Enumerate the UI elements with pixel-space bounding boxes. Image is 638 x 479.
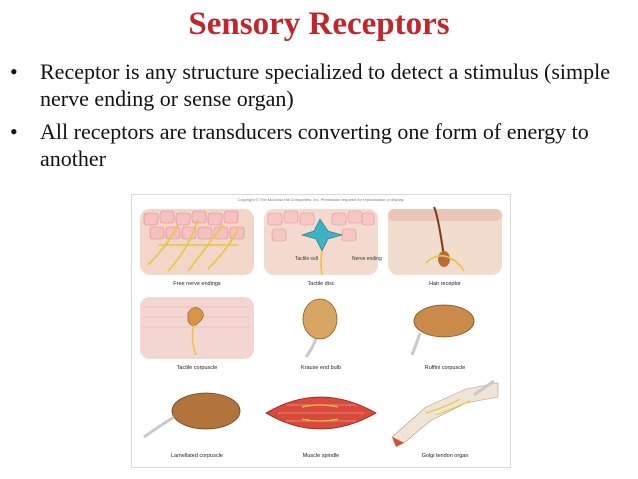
krause-end-bulb-illustration: [302, 298, 338, 358]
tactile-disc-illustration: [264, 209, 378, 276]
caption-krause-end-bulb: Krause end bulb: [300, 365, 342, 371]
bullet-marker: •: [10, 119, 18, 144]
bullet-text: Receptor is any structure specialized to…: [40, 59, 610, 111]
bullet-text: All receptors are transducers converting…: [40, 119, 589, 171]
free-nerve-endings-illustration: [140, 209, 254, 275]
caption-tactile-disc: Tactile disc: [307, 281, 335, 287]
bullet-list: • Receptor is any structure specialized …: [8, 58, 633, 178]
tactile-corpuscle-illustration: [140, 297, 254, 359]
bullet-item: • Receptor is any structure specialized …: [8, 58, 633, 112]
muscle-spindle-illustration: [265, 396, 377, 430]
caption-golgi-tendon-organ: Golgi tendon organ: [421, 453, 469, 459]
hair-receptor-illustration: [388, 206, 502, 275]
bullet-item: • All receptors are transducers converti…: [8, 118, 633, 172]
label-nerve-ending: Nerve ending: [352, 256, 382, 262]
receptor-figure: Copyright © The McGraw-Hill Companies, I…: [131, 194, 511, 468]
caption-tactile-corpuscle: Tactile corpuscle: [176, 365, 218, 371]
caption-lamellated-corpuscle: Lamellated corpuscle: [171, 453, 223, 459]
slide-title: Sensory Receptors: [188, 6, 450, 42]
lamellated-corpuscle-illustration: [143, 392, 241, 439]
caption-hair-receptor: Hair receptor: [429, 281, 461, 287]
bullet-marker: •: [10, 59, 18, 84]
caption-muscle-spindle: Muscle spindle: [302, 453, 340, 459]
golgi-tendon-organ-illustration: [391, 379, 499, 447]
label-tactile-cell: Tactile cell: [295, 256, 319, 262]
ruffini-corpuscle-illustration: [410, 304, 475, 356]
caption-free-nerve-endings: Free nerve endings: [173, 281, 221, 287]
caption-ruffini-corpuscle: Ruffini corpuscle: [424, 365, 466, 371]
copyright-notice: Copyright © The McGraw-Hill Companies, I…: [237, 197, 405, 202]
